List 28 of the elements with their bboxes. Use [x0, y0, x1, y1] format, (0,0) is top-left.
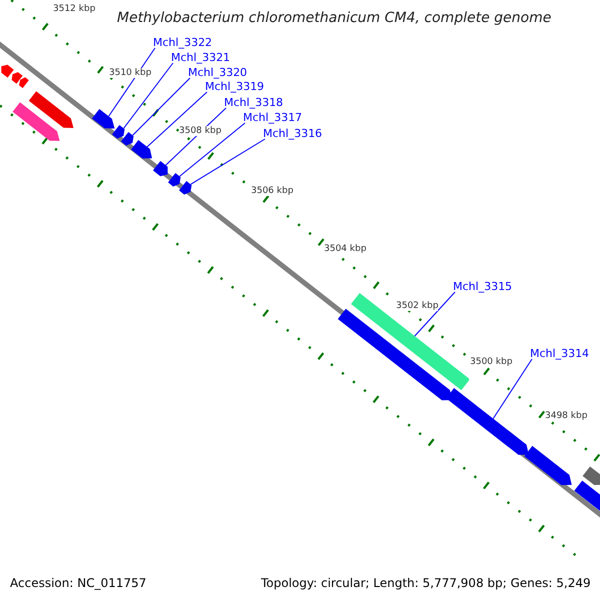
scale-label: 3508 kbp	[179, 126, 222, 136]
gene-label: Mchl_3315	[453, 280, 512, 293]
scale-label: 3502 kbp	[396, 301, 438, 311]
leader-line	[414, 292, 456, 337]
gene-label: Mchl_3317	[243, 111, 302, 124]
leader-line	[492, 358, 532, 420]
leader-line	[190, 138, 266, 185]
gene-label: Mchl_3319	[205, 80, 264, 93]
leader-line	[179, 122, 246, 177]
scale-label: 3506 kbp	[251, 186, 294, 196]
leader-line	[146, 92, 208, 148]
gene-label: Mchl_3321	[171, 51, 230, 64]
leader-line	[123, 62, 174, 129]
gene-label: Mchl_3318	[224, 96, 284, 109]
footer-text: Topology: circular; Length: 5,777,908 bp; Genes: 5,249	[261, 576, 591, 590]
scale-label: 3510 kbp	[109, 68, 152, 78]
gene-label: Mchl_3314	[530, 347, 590, 360]
gene-label: Mchl_3316	[263, 127, 322, 140]
gene-label: Mchl_3320	[188, 66, 248, 79]
scale-label: 3512 kbp	[53, 4, 96, 14]
title: Methylobacterium chloromethanicum CM4, complete genome	[117, 10, 552, 26]
leader-line	[108, 48, 156, 117]
leader-line	[132, 78, 190, 136]
scale-label: 3498 kbp	[545, 411, 588, 421]
gene-label: Mchl_3322	[153, 36, 212, 49]
scale-label: 3500 kbp	[470, 357, 512, 367]
footer-text: Accession: NC_011757	[10, 576, 146, 590]
scale-label: 3504 kbp	[324, 244, 366, 254]
